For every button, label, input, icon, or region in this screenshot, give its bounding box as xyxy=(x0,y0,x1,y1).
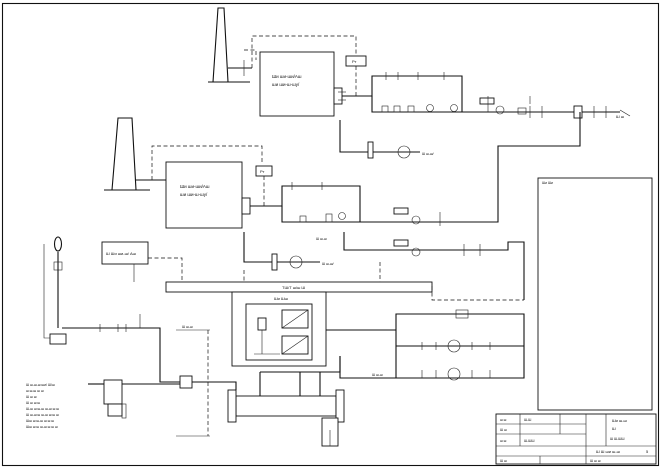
tb-fmt: Ш ш xyxy=(500,459,507,463)
flue-return-2 xyxy=(151,145,263,180)
tb-row-1: ш ш xyxy=(500,418,507,422)
flare-burner xyxy=(43,236,67,345)
note-line: Ш ш ш ш xyxy=(26,401,40,405)
note-line: Ш ш-ш ш ш-ш ш ш ш xyxy=(26,413,59,417)
tb-sheet-no: 5 xyxy=(646,449,649,454)
tb-sheet-title: Ш Ш ши ш-ш xyxy=(596,449,620,454)
note-line: ш ш-ш ш ш xyxy=(26,389,44,393)
heat-exchanger xyxy=(204,372,345,447)
notes-title: Ш ш-ш-ш ши/ Ш/ш xyxy=(26,383,55,387)
gas-train-2 xyxy=(250,112,581,226)
tb-mark: Ш ш ш xyxy=(590,459,601,463)
boiler-2: Ши ши-ши/Аш ши ши-ш-шу/ xyxy=(165,161,251,229)
unit-box xyxy=(101,241,149,265)
tag-1: Ш ш-ш/ xyxy=(422,152,434,156)
tb-title-sub: Ш xyxy=(612,426,616,431)
box-p2-label: Рт xyxy=(260,169,265,174)
boiler-2-label: Ши ши-ши/Аш xyxy=(180,184,210,189)
title-block: ш ш Ш ш ш ш Ш-Ш Ш-ШШ Ши ш-ш Ш Ш Ш-ШШ Ш Ш… xyxy=(495,413,657,465)
box-p1-label: Рт xyxy=(352,59,357,64)
note-line: Ш ш ш xyxy=(26,395,37,399)
tb-title-code: Ш Ш-ШШ xyxy=(610,437,625,441)
flue-return-1 xyxy=(251,35,357,68)
chimney-2 xyxy=(104,117,166,191)
tb-title-main: Ши ш-ш xyxy=(612,418,627,423)
filter-label: Ши Шш xyxy=(274,296,288,301)
tag-3: Ш ш-ш xyxy=(316,237,327,241)
tank-left xyxy=(88,375,193,419)
tb-row-3: ш ш xyxy=(500,439,507,443)
boiler-1: Ши ши-ши/Аш ши ши-ш-шу/ xyxy=(259,51,346,117)
note-line: Ш-ш ш ш-ш ш-ш ш ш xyxy=(26,407,59,411)
tb-code: Ш-ШШ xyxy=(524,439,534,443)
note-line: Шш ш ш-ш ш ш ш xyxy=(26,419,54,423)
tag-4: Ш ш-ш xyxy=(182,325,193,329)
legend-box xyxy=(537,177,653,411)
exit-label: Ш ш xyxy=(616,114,624,119)
unit-box-label: Ш Ши ши-ш/ Аш xyxy=(106,251,136,256)
notes-block: Ш ш-ш-ш ши/ Ш/ш ш ш-ш ш ш Ш ш ш Ш ш ш ш … xyxy=(26,383,59,429)
tb-ref: Ш-Ш xyxy=(524,418,531,422)
main-header-label: ТШ/Т ш/ш Ш xyxy=(282,285,305,290)
tb-row-2: Ш ш xyxy=(500,428,507,432)
gas-train-1 xyxy=(342,72,631,119)
tag-5: Ш ш-ш xyxy=(372,373,383,377)
boiler-2-label-2: ши ши-ш-шу/ xyxy=(180,192,208,197)
legend-box-label: Ши Ши xyxy=(542,181,553,185)
note-line: Шш ш ш ш-ш ш ш ш xyxy=(26,425,58,429)
tag-2: Ш ш-ш/ xyxy=(322,262,334,266)
boiler-1-label: Ши ши-ши/Аш xyxy=(272,74,302,79)
boiler-1-label-2: ши ши-ш-шу/ xyxy=(272,82,300,87)
pump-loop xyxy=(395,313,525,379)
chimney-1 xyxy=(208,7,252,83)
